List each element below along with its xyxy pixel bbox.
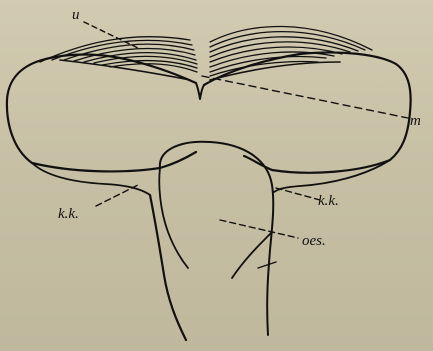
- label-kk-left: k.k.: [58, 206, 79, 222]
- label-kk-right: k.k.: [318, 193, 339, 209]
- label-u: u: [72, 7, 80, 23]
- label-oes: oes.: [302, 233, 326, 249]
- label-m: m: [410, 113, 421, 129]
